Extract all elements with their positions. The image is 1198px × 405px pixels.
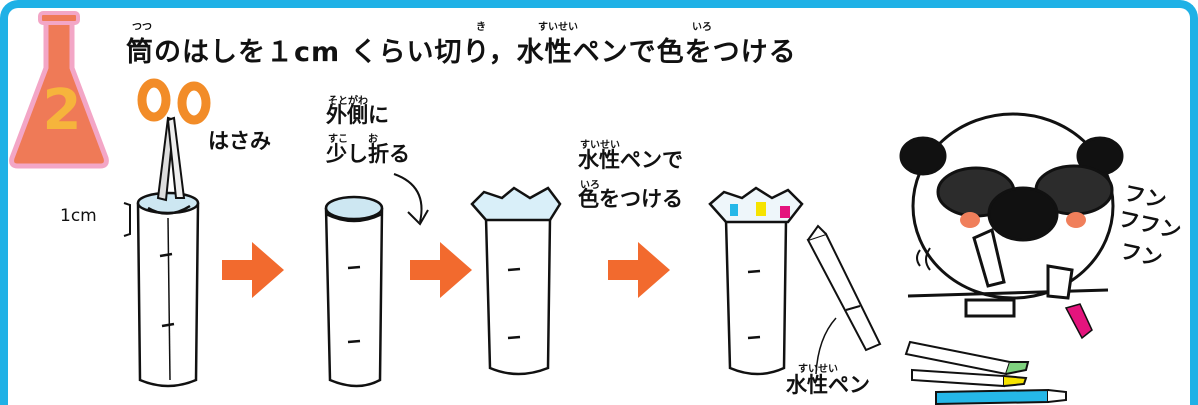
tube-4 bbox=[708, 186, 804, 376]
step-number: 2 bbox=[42, 78, 82, 143]
pens-on-table bbox=[904, 340, 1067, 405]
ruby-suisei-2: すいせい bbox=[580, 140, 620, 151]
ruby-iro: いろ bbox=[692, 22, 712, 33]
label-scissors: はさみ bbox=[208, 129, 271, 153]
label-pen-line-1: 水性ペンで bbox=[578, 148, 683, 172]
tube-2 bbox=[324, 195, 384, 388]
arrow-3 bbox=[608, 242, 670, 298]
pink-marker-cap bbox=[1064, 303, 1093, 340]
label-one-cm: 1cm bbox=[60, 206, 97, 226]
ruby-ki: き bbox=[476, 22, 486, 33]
one-cm-bracket bbox=[123, 202, 131, 237]
tube-3 bbox=[470, 186, 562, 376]
label-fold-line-2: 少し折る bbox=[326, 142, 410, 166]
flask-badge bbox=[9, 11, 109, 169]
ruby-sukoshi-oru: すこ お bbox=[328, 134, 378, 145]
ruby-tsutsu: つつ bbox=[132, 22, 152, 33]
fold-arrow bbox=[393, 173, 423, 223]
ruby-suisei: すいせい bbox=[538, 22, 578, 33]
label-fold-line-1: 外側に bbox=[326, 103, 389, 127]
marker-pen bbox=[806, 224, 882, 352]
label-pen-line-2: 色をつける bbox=[578, 187, 683, 211]
step-title: 筒のはしを１cm くらい切り，水性ペンで色をつける bbox=[126, 37, 797, 68]
arrow-2 bbox=[410, 242, 472, 298]
step-illustration bbox=[9, 11, 1124, 405]
ruby-iro-2: いろ bbox=[580, 180, 600, 191]
ruby-sotogawa: そとがわ bbox=[328, 96, 368, 107]
arrow-1 bbox=[222, 242, 284, 298]
tube-1 bbox=[136, 191, 200, 388]
scissors-icon bbox=[137, 78, 211, 202]
panda-character bbox=[899, 112, 1124, 318]
label-pen-name: 水性ペン bbox=[786, 373, 870, 397]
ruby-suisei-3: すいせい bbox=[798, 364, 838, 375]
